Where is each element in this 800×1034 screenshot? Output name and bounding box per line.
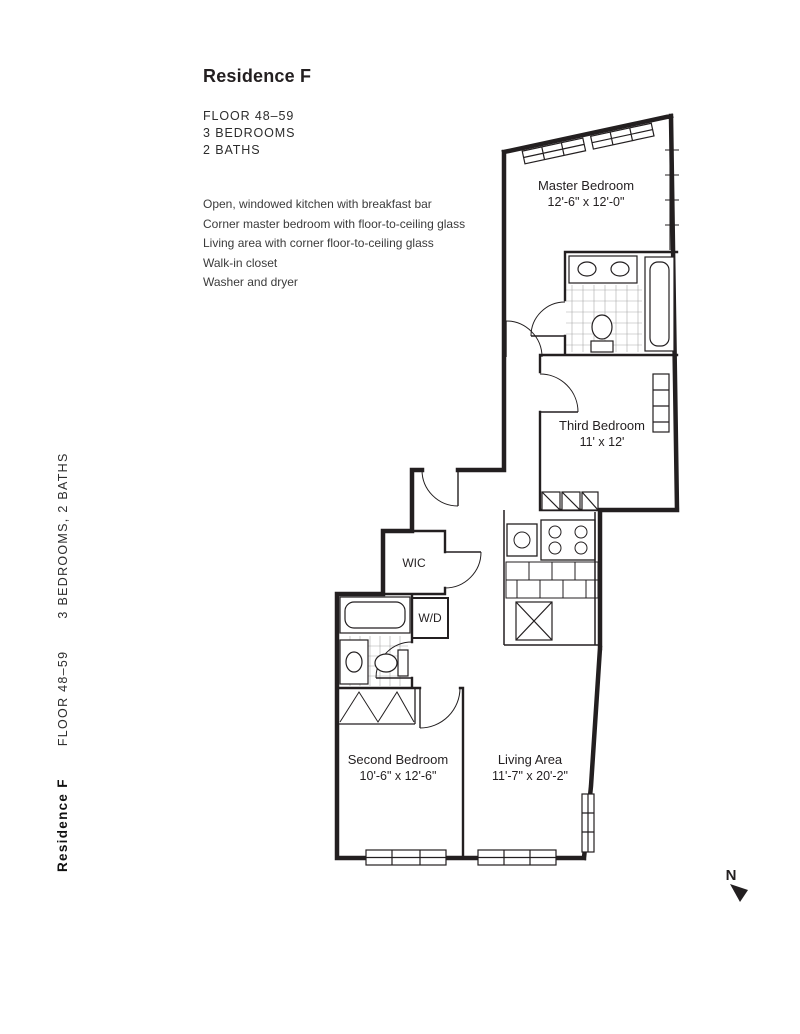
sink-basin (345, 651, 363, 673)
kitchen-windows (541, 491, 599, 511)
sink-basin (610, 261, 630, 277)
toilet-tank (397, 649, 409, 677)
room-label-living: Living Area (498, 752, 563, 767)
master-top-windows (521, 122, 655, 165)
burner (548, 525, 562, 539)
toilet-tank (590, 340, 614, 353)
floor-range: FLOOR 48–59 (203, 109, 295, 123)
bathtub-basin (344, 601, 406, 629)
feature-item: Living area with corner floor-to-ceiling… (203, 236, 434, 250)
bedroom-count: 3 BEDROOMS (203, 126, 296, 140)
north-arrow-icon: N (726, 867, 748, 902)
info-panel: Residence F FLOOR 48–59 3 BEDROOMS 2 BAT… (203, 66, 533, 293)
room-labels: Master Bedroom 12'-6" x 12'-0" Third Bed… (348, 178, 645, 783)
kitchen-sink (506, 523, 538, 557)
bifold-doors (339, 691, 415, 723)
burner (574, 541, 588, 555)
sink-basin (513, 531, 531, 549)
exterior-walls (334, 113, 680, 861)
interior-walls (335, 250, 679, 860)
kitchen-fixtures (505, 519, 599, 641)
spec-block: FLOOR 48–59 3 BEDROOMS 2 BATHS (203, 108, 533, 159)
bath-count: 2 BATHS (203, 143, 261, 157)
page-title: Residence F (203, 66, 312, 86)
toilet-bowl (374, 653, 398, 673)
room-label-master: Master Bedroom (538, 178, 634, 193)
living-corner-window (581, 793, 595, 853)
second-bath-fixtures (339, 596, 411, 685)
room-dims-second: 10'-6" x 12'-6" (360, 769, 437, 783)
master-right-window (665, 126, 679, 250)
room-dims-living: 11'-7" x 20'-2" (492, 769, 568, 783)
door-arcs (375, 301, 579, 729)
sink-basin (577, 261, 597, 277)
feature-item: Corner master bedroom with floor-to-ceil… (203, 216, 466, 231)
bedroom2-window (365, 849, 447, 866)
bathtub-basin (649, 261, 670, 347)
north-arrowhead (730, 884, 748, 902)
room-label-second: Second Bedroom (348, 752, 448, 767)
burner (574, 525, 588, 539)
room-label-wic: WIC (402, 556, 426, 570)
bedroom2-closet (337, 688, 416, 725)
kitchen-counter-edges (503, 510, 598, 646)
tile-backsplash (505, 561, 599, 599)
door-swings (375, 301, 579, 729)
feature-item: Washer and dryer (203, 275, 298, 289)
toilet-bowl (591, 314, 613, 340)
living-bottom-window (477, 849, 557, 866)
feature-item: Open, windowed kitchen with breakfast ba… (203, 197, 432, 211)
room-label-wd: W/D (418, 611, 442, 625)
door-leaves (376, 321, 578, 728)
third-bedroom-convector (652, 373, 670, 433)
burner (548, 541, 562, 555)
master-bath-fixtures (568, 255, 675, 353)
feature-list: Open, windowed kitchen with breakfast ba… (203, 195, 533, 293)
room-dims-master: 12'-6" x 12'-0" (548, 195, 625, 209)
room-dims-third: 11' x 12' (580, 435, 625, 449)
feature-item: Walk-in closet (203, 255, 278, 270)
room-label-third: Third Bedroom (559, 418, 645, 433)
range (540, 519, 596, 561)
windows (365, 122, 679, 866)
dishwasher (515, 601, 553, 641)
north-label: N (726, 867, 737, 884)
wd-closet-box (411, 597, 449, 639)
